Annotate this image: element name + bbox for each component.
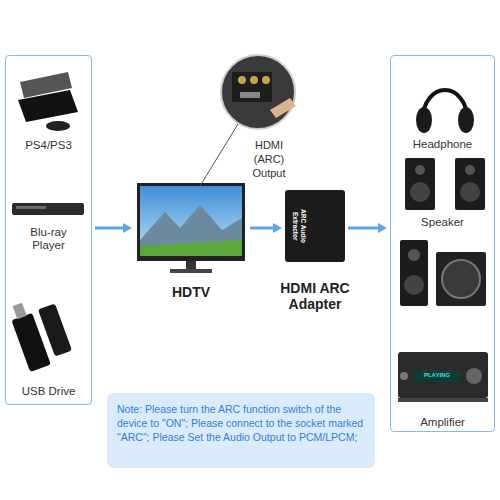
device-node: HDTV [135, 180, 247, 302]
arrow-line [95, 227, 124, 230]
arrow-head [273, 223, 282, 233]
console-body [18, 90, 78, 122]
device-node: Speaker [391, 231, 494, 381]
hdmi-port [240, 92, 260, 98]
subwoofer [436, 252, 486, 306]
device-node: Blu-ray Player [6, 196, 91, 254]
port-panel [232, 72, 272, 102]
port-label: HDMI (ARC) Output [244, 138, 294, 180]
speaker-cabinet [400, 240, 428, 306]
device-node: Speaker [391, 153, 494, 231]
device-panel: PS4/PS3Blu-ray PlayerUSB Drive [5, 55, 92, 405]
inset-photo [221, 55, 295, 129]
node-text: Note: Please turn the ARC function switc… [117, 402, 365, 444]
display-text: PLAYING [416, 371, 458, 380]
port [238, 76, 246, 84]
device-node: PS4/PS3 [6, 61, 91, 154]
node-text: PS4/PS3 [25, 139, 72, 152]
ear-cup [458, 107, 474, 133]
port [262, 76, 270, 84]
amp-knob [466, 368, 482, 384]
grass [140, 240, 242, 256]
tv-stand [186, 261, 196, 270]
speaker-cabinet [455, 158, 485, 210]
node-text: Speaker [421, 216, 464, 229]
node-text: HDTV [172, 284, 210, 300]
flow-arrow [348, 223, 387, 233]
hand-plug [270, 98, 296, 118]
controller [46, 121, 70, 131]
woofer [404, 275, 424, 295]
disc-tray [16, 206, 46, 209]
port [250, 76, 258, 84]
arrow-head [123, 223, 132, 233]
flow-arrow [95, 223, 132, 233]
woofer [460, 182, 480, 202]
amp-knob [400, 372, 408, 380]
mountains [140, 205, 242, 256]
node-text: Blu-ray Player [19, 226, 79, 252]
arrow-line [250, 227, 274, 230]
device-node: Headphone [391, 61, 494, 153]
tweeter [415, 165, 425, 175]
adapter-box: ARC Audio ExtractorHDMI ARC Adapter [285, 190, 345, 262]
usb-plug [13, 303, 27, 320]
tweeter [465, 165, 475, 175]
tv-base [170, 269, 212, 273]
note-box: Note: Please turn the ARC function switc… [107, 393, 375, 468]
tweeter [408, 249, 420, 261]
arrow-line [348, 227, 379, 230]
arrow-head [378, 223, 387, 233]
tv-frame [137, 183, 245, 261]
amp-base [398, 398, 488, 402]
woofer [410, 182, 430, 202]
ear-cup [416, 107, 432, 133]
node-text: USB Drive [22, 385, 76, 398]
node-text: Headphone [413, 138, 472, 151]
usb-stick [38, 303, 72, 356]
speaker-cabinet [405, 158, 435, 210]
sub-driver [442, 260, 480, 298]
tv-screen [140, 186, 242, 256]
node-text: ARC Audio Extractor [291, 196, 307, 256]
device-node: USB Drive [6, 296, 91, 400]
node-text: Amplifier [420, 416, 465, 429]
leader-line [200, 124, 238, 186]
player-body [12, 203, 84, 215]
device-node: Amplifier [391, 341, 494, 431]
node-text: HDMI ARC Adapter [260, 280, 370, 312]
amplifier-body [398, 352, 488, 398]
flow-arrow [250, 223, 282, 233]
